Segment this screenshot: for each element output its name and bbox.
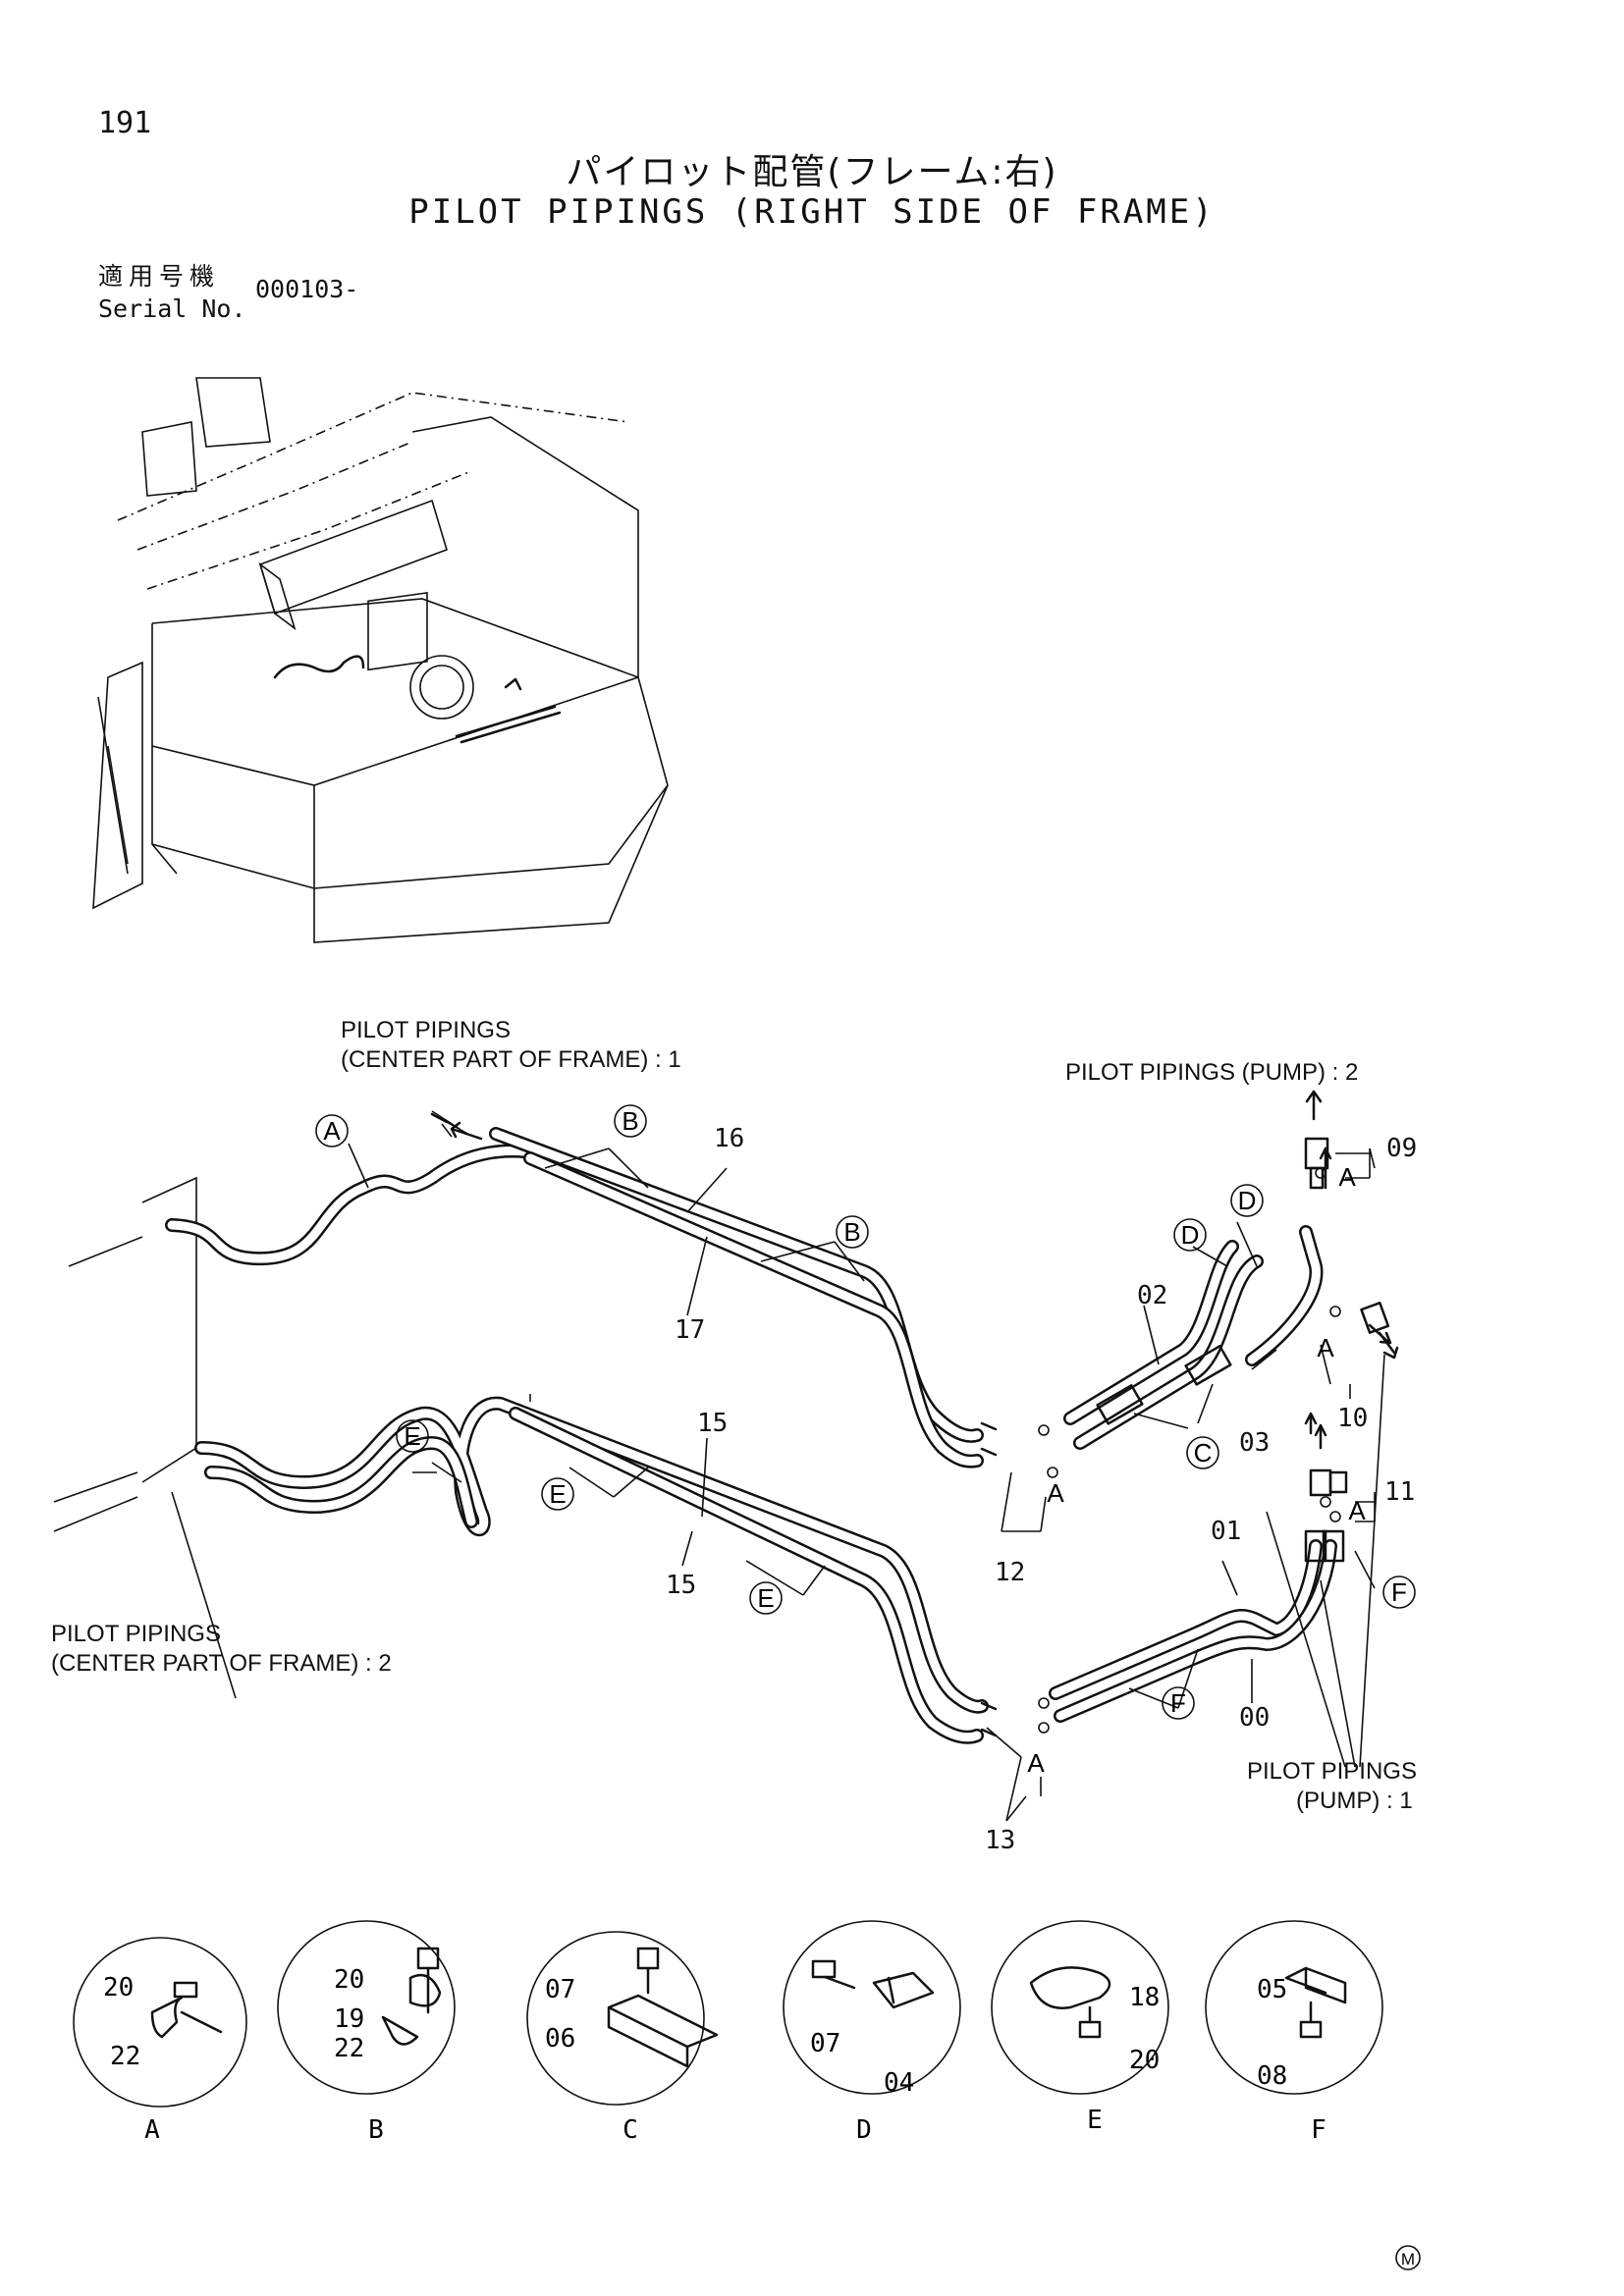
detail-c-part-1: 07: [545, 1975, 575, 2004]
o-ring-label-a-3: A: [1047, 1478, 1064, 1508]
bubble-e-1: E: [396, 1419, 429, 1453]
bubble-b-2: B: [836, 1215, 869, 1249]
page-title-japanese: パイロット配管(フレーム:右): [566, 152, 1058, 192]
svg-text:A: A: [1338, 1162, 1356, 1192]
detail-c-letter: C: [623, 2115, 638, 2145]
part-number-02: 02: [1137, 1281, 1168, 1310]
bubble-b-1: B: [614, 1104, 647, 1138]
o-ring-label-a-2: A: [1317, 1333, 1334, 1362]
svg-text:F: F: [1170, 1688, 1186, 1718]
part-number-13: 13: [985, 1826, 1016, 1855]
part-number-15-b: 15: [666, 1571, 697, 1600]
detail-b-part-3: 22: [334, 2034, 364, 2063]
detail-c-part-2: 06: [545, 2024, 575, 2054]
o-ring-label-a-1: A: [1338, 1162, 1356, 1192]
callout-center-2-line1: PILOT PIPINGS: [51, 1621, 221, 1647]
detail-circle-c: [526, 1931, 719, 2106]
bubble-e-3: E: [749, 1581, 783, 1615]
svg-text:M: M: [1401, 2250, 1415, 2269]
detail-a-part-2: 22: [110, 2042, 140, 2071]
footer-mark: M: [1395, 2245, 1421, 2270]
bubble-e-2: E: [541, 1477, 574, 1511]
svg-text:B: B: [622, 1106, 638, 1136]
detail-circle-f: [1205, 1920, 1383, 2095]
part-number-01: 01: [1211, 1517, 1242, 1546]
callout-pump-1-line1: PILOT PIPINGS: [1247, 1758, 1417, 1785]
bubble-a: A: [315, 1114, 349, 1148]
serial-label-japanese: 適用号機: [98, 262, 221, 291]
part-number-15-a: 15: [697, 1409, 729, 1438]
detail-f-part-1: 05: [1257, 1975, 1287, 2004]
svg-text:A: A: [1047, 1478, 1064, 1508]
arrow-side: [1368, 1323, 1392, 1345]
machine-overview-drawing: [92, 377, 669, 943]
detail-f-letter: F: [1311, 2115, 1326, 2145]
detail-b-part-2: 19: [334, 2004, 364, 2034]
detail-circle-e: [991, 1920, 1169, 2095]
o-ring-label-a-5: A: [1027, 1748, 1045, 1778]
detail-d-part-2: 04: [884, 2068, 914, 2098]
callout-pump-2: PILOT PIPINGS (PUMP) : 2: [1065, 1059, 1359, 1086]
detail-a-letter: A: [144, 2115, 160, 2145]
detail-b-letter: B: [368, 2115, 384, 2145]
part-number-17: 17: [675, 1315, 706, 1345]
upper-pipe-assembly: [165, 1110, 1399, 1478]
part-number-16: 16: [714, 1124, 745, 1153]
svg-text:A: A: [1317, 1333, 1334, 1362]
svg-text:E: E: [404, 1421, 420, 1451]
svg-text:E: E: [549, 1479, 566, 1509]
bubble-f-2: F: [1162, 1686, 1195, 1720]
svg-text:E: E: [757, 1583, 774, 1613]
callout-pump-1-line2: (PUMP) : 1: [1296, 1788, 1413, 1814]
callout-center-1-line1: PILOT PIPINGS: [341, 1017, 511, 1043]
svg-text:D: D: [1181, 1220, 1200, 1250]
bubble-d-2: D: [1173, 1218, 1207, 1252]
detail-f-part-2: 08: [1257, 2061, 1287, 2091]
detail-e-part-1: 18: [1129, 1983, 1160, 2012]
leader-lines: [348, 1143, 1385, 1822]
lower-pipe-assembly: [194, 1394, 1348, 1744]
callout-center-2-line2: (CENTER PART OF FRAME) : 2: [51, 1650, 392, 1677]
arrow-to-pump-2: [1305, 1090, 1323, 1121]
part-number-10: 10: [1337, 1404, 1369, 1433]
detail-d-part-1: 07: [810, 2029, 840, 2058]
bubble-c: C: [1186, 1436, 1219, 1469]
detail-circle-b: [277, 1920, 456, 2095]
bubble-f-1: F: [1382, 1575, 1416, 1609]
svg-text:A: A: [1027, 1748, 1045, 1778]
svg-text:C: C: [1194, 1438, 1213, 1468]
part-number-00: 00: [1239, 1703, 1271, 1733]
svg-text:A: A: [323, 1116, 341, 1146]
frame-plate-drawing: [53, 1176, 237, 1699]
arrow-lower: [1304, 1412, 1318, 1435]
svg-text:F: F: [1391, 1577, 1407, 1607]
detail-e-letter: E: [1087, 2106, 1103, 2135]
svg-text:D: D: [1238, 1186, 1257, 1215]
serial-label: Serial No.: [98, 294, 246, 323]
callout-center-1-line2: (CENTER PART OF FRAME) : 1: [341, 1046, 681, 1073]
page-title: PILOT PIPINGS (RIGHT SIDE OF FRAME): [408, 192, 1216, 232]
part-number-09: 09: [1386, 1134, 1418, 1163]
detail-a-part-1: 20: [103, 1973, 134, 2002]
part-number-11: 11: [1384, 1477, 1416, 1507]
page-number: 191: [98, 106, 152, 140]
part-number-03: 03: [1239, 1428, 1271, 1458]
detail-circle-d: [783, 1920, 961, 2095]
detail-d-letter: D: [856, 2115, 872, 2145]
detail-circle-a: [73, 1937, 247, 2108]
bubble-d-1: D: [1230, 1184, 1264, 1217]
detail-b-part-1: 20: [334, 1965, 364, 1995]
serial-value: 000103-: [255, 275, 359, 303]
o-ring-label-a-4: A: [1348, 1496, 1366, 1525]
part-number-12: 12: [995, 1558, 1026, 1587]
arrow-to-center-1: [450, 1121, 483, 1141]
svg-text:A: A: [1348, 1496, 1366, 1525]
svg-text:B: B: [843, 1217, 860, 1247]
detail-e-part-2: 20: [1129, 2046, 1160, 2075]
